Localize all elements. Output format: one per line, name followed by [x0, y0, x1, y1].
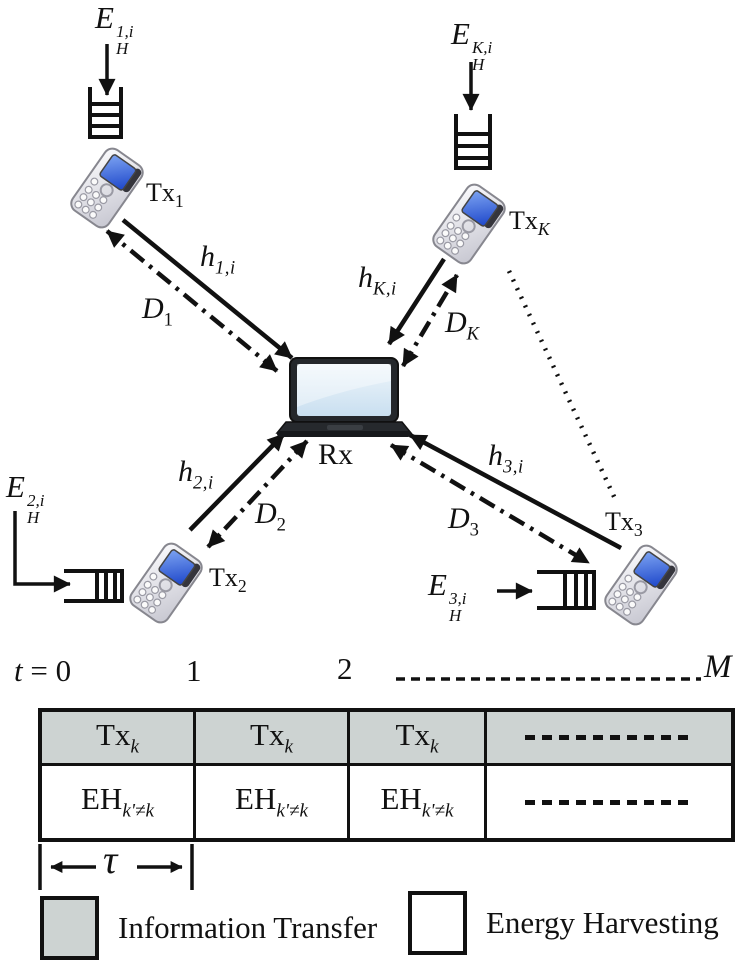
frame-structure-table: Txk Txk Txk EHk'≠k EHk'≠k EHk'≠k	[38, 708, 735, 842]
phone-icon-txK	[428, 180, 510, 268]
data-arrow-tx1	[105, 229, 279, 373]
energy-harvest-cell-0: EHk'≠k	[42, 766, 193, 838]
channel-label-txK: hK,i	[358, 261, 397, 300]
energy-queue-tx3	[537, 570, 596, 610]
data-arrow-tx3	[389, 443, 591, 565]
info-transfer-cell-ellipsis	[487, 712, 731, 763]
phone-icon-tx3	[600, 541, 682, 629]
info-transfer-cell-2: Txk	[350, 712, 484, 763]
ellipsis-dotted-line	[506, 270, 620, 504]
txK-label: TxK	[509, 206, 550, 240]
energy-harvest-cell-1: EHk'≠k	[196, 766, 347, 838]
energy-arrow-tx2	[13, 511, 71, 593]
channel-label-tx2: h2,i	[178, 455, 214, 494]
info-transfer-label: Information Transfer	[118, 910, 378, 945]
data-label-tx3: D3	[448, 502, 480, 541]
channel-label-tx3: h3,i	[488, 439, 524, 478]
legend-info-transfer: Information Transfer	[40, 896, 377, 960]
channel-label-tx1: h1,i	[200, 240, 236, 279]
laptop-icon-rx	[276, 357, 412, 438]
info-transfer-swatch	[40, 896, 99, 960]
timeline-end-label: M	[704, 649, 732, 685]
ellipsis-dashes	[525, 735, 693, 740]
data-arrow-tx2	[206, 439, 309, 549]
energy-queue-tx1	[88, 87, 123, 139]
tx3-label: Tx3	[605, 507, 643, 541]
tau-label: τ	[103, 837, 118, 882]
data-label-tx2: D2	[255, 497, 287, 536]
legend-energy-harvesting: Energy Harvesting	[408, 891, 719, 955]
energy-queue-txK	[454, 114, 492, 170]
info-transfer-cell-1: Txk	[196, 712, 347, 763]
tx2-label: Tx2	[209, 563, 247, 597]
energy-harvest-cell-2: EHk'≠k	[350, 766, 484, 838]
phone-icon-tx2	[125, 539, 207, 627]
ellipsis-dashes	[525, 799, 693, 805]
timeline-tick-2: 2	[337, 651, 353, 686]
info-transfer-cell-0: Txk	[42, 712, 193, 763]
data-label-txK: DK	[445, 306, 480, 345]
channel-arrow-txK	[387, 257, 446, 346]
data-label-tx1: D1	[142, 292, 174, 331]
energy-queue-tx2	[64, 569, 124, 603]
energy-harvest-cell-ellipsis	[487, 766, 731, 838]
energy-harvesting-swatch	[408, 891, 467, 955]
tx1-label: Tx1	[146, 178, 184, 212]
rx-label: Rx	[318, 438, 354, 471]
energy-harvesting-label: Energy Harvesting	[486, 905, 719, 940]
timeline-tick-1: 1	[186, 653, 202, 688]
phone-icon-tx1	[66, 144, 148, 232]
timeline-start-label: t = 0	[14, 653, 72, 688]
